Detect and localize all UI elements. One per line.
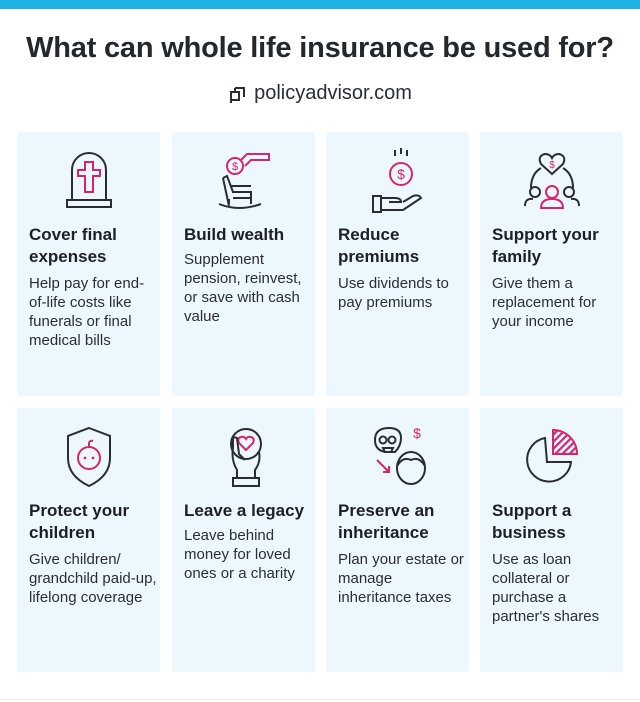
bottom-divider bbox=[0, 699, 640, 700]
pie-chart-icon bbox=[525, 428, 578, 483]
card-protect-your-children: Protect your children Give children/ gra… bbox=[17, 408, 160, 672]
card-leave-a-legacy: Leave a legacy Leave behind money for lo… bbox=[172, 408, 315, 672]
card-build-wealth: $ Build wealth Supplement pension, reinv… bbox=[172, 132, 315, 396]
card-description: Use as loan collateral or purchase a par… bbox=[492, 551, 600, 625]
brand-name: policyadvisor.com bbox=[254, 82, 412, 104]
card-description: Give children/ grandchild paid-up, lifel… bbox=[29, 551, 157, 606]
card-description: Help pay for end-of-life costs like fune… bbox=[29, 275, 145, 349]
hand-heart-icon bbox=[229, 428, 262, 487]
svg-text:$: $ bbox=[413, 425, 421, 441]
card-title: Build wealth bbox=[184, 225, 285, 244]
card-support-your-family: $ Support your family Give them a replac… bbox=[480, 132, 623, 396]
brand: policyadvisor.com bbox=[0, 82, 640, 105]
card-support-a-business: Support a business Use as loan collatera… bbox=[480, 408, 623, 672]
card-title: Cover final expenses bbox=[29, 225, 117, 266]
card-title: Support a business bbox=[492, 501, 572, 542]
svg-text:$: $ bbox=[397, 166, 405, 182]
card-description: Leave behind money for loved ones or a c… bbox=[184, 527, 295, 582]
card-preserve-an-inheritance: $ Preserve an inheritance Plan your esta… bbox=[326, 408, 469, 672]
card-description: Use dividends to pay premiums bbox=[338, 275, 449, 311]
shield-baby-icon bbox=[66, 426, 111, 488]
page-title: What can whole life insurance be used fo… bbox=[26, 32, 614, 64]
card-description: Give them a replacement for your income bbox=[492, 275, 597, 330]
card-title: Leave a legacy bbox=[184, 501, 305, 520]
inheritance-icon: $ bbox=[373, 425, 426, 485]
svg-text:$: $ bbox=[549, 160, 555, 171]
card-title: Protect your children bbox=[29, 501, 130, 542]
card-description: Supplement pension, reinvest, or save wi… bbox=[184, 251, 302, 325]
tombstone-cross-icon bbox=[65, 152, 112, 208]
rocking-chair-coin-icon: $ bbox=[218, 153, 270, 209]
card-title: Support your family bbox=[492, 225, 599, 266]
policyadvisor-logo-icon bbox=[230, 86, 246, 103]
card-title: Preserve an inheritance bbox=[338, 501, 435, 542]
svg-text:$: $ bbox=[231, 161, 237, 173]
hand-coin-icon: $ bbox=[371, 148, 422, 213]
card-reduce-premiums: $ Reduce premiums Use dividends to pay p… bbox=[326, 132, 469, 396]
card-cover-final-expenses: Cover final expenses Help pay for end-of… bbox=[17, 132, 160, 396]
card-title: Reduce premiums bbox=[338, 225, 420, 266]
family-heart-icon: $ bbox=[523, 152, 580, 209]
card-description: Plan your estate or manage inheritance t… bbox=[338, 551, 464, 606]
top-accent-bar bbox=[0, 0, 640, 9]
